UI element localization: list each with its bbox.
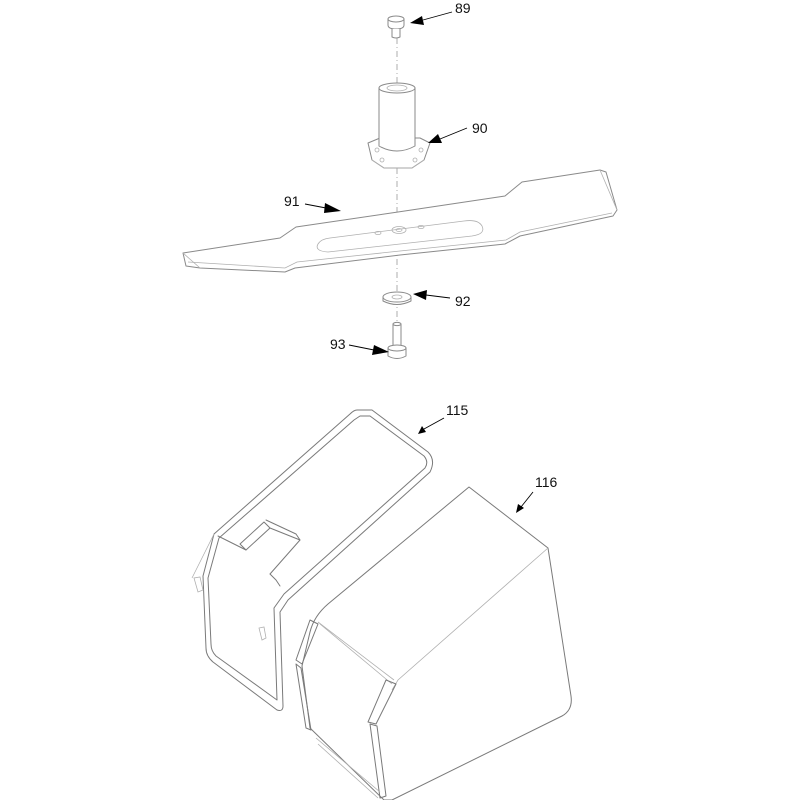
- callout-116-label: 116: [535, 474, 558, 490]
- callout-89-label: 89: [455, 0, 471, 16]
- callout-116-leader: [516, 491, 534, 513]
- callout-93-label: 93: [330, 336, 346, 352]
- callout-92-leader: [413, 290, 451, 300]
- part-91-blade: [182, 169, 618, 273]
- callout-91-leader: [304, 203, 341, 213]
- callout-115-label: 115: [446, 402, 469, 418]
- part-92-washer: [382, 291, 412, 305]
- part-89-bolt: [387, 15, 405, 39]
- callout-90-leader: [428, 127, 468, 143]
- callout-92-label: 92: [455, 293, 471, 309]
- part-116-bag-fabric: [295, 486, 572, 800]
- callout-89-leader: [410, 11, 453, 25]
- part-115-bag-frame: [191, 409, 434, 711]
- callout-115-leader: [418, 417, 445, 434]
- part-93-bolt: [387, 321, 407, 359]
- callout-90-label: 90: [472, 120, 488, 136]
- part-90-spindle-sleeve: [367, 82, 431, 169]
- callout-93-leader: [348, 344, 389, 355]
- callout-91-label: 91: [284, 193, 300, 209]
